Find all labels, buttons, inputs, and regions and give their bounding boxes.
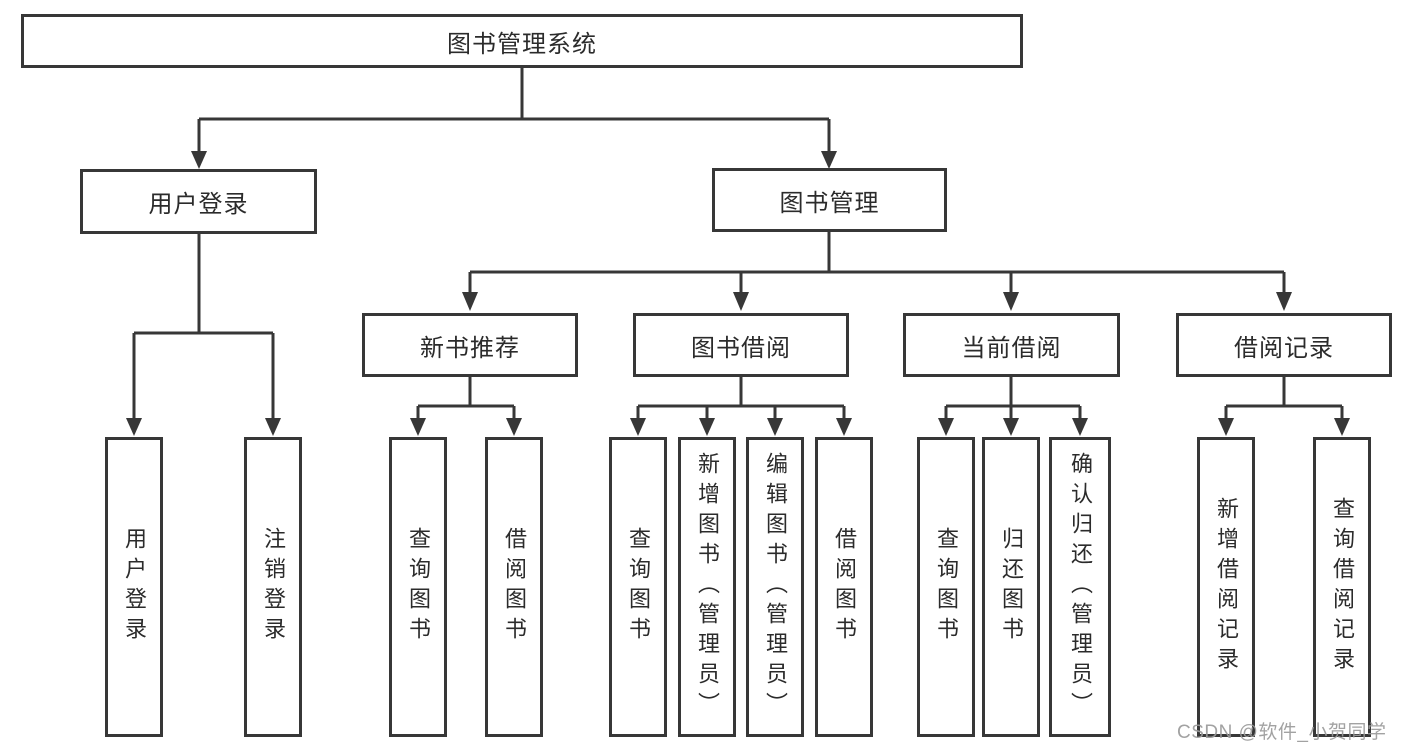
- arrowhead-icon: [699, 418, 715, 436]
- leaf-return-books: 归还图书: [982, 437, 1040, 737]
- arrowhead-icon: [126, 418, 142, 436]
- node-current-borrow: 当前借阅: [903, 313, 1120, 377]
- arrowhead-icon: [191, 151, 207, 169]
- connector-line: [1224, 377, 1344, 420]
- arrowhead-icon: [1003, 292, 1019, 311]
- edges-new-book-recommend-children: [410, 377, 522, 436]
- leaf-user-login: 用户登录: [105, 437, 163, 737]
- edges-user-login-children: [126, 234, 281, 436]
- node-label: 图书管理系统: [447, 30, 597, 58]
- leaf-edit-books-admin: 编辑图书（管理员）: [746, 437, 804, 737]
- edges-borrow-records-children: [1218, 377, 1350, 436]
- csdn-watermark: CSDN @软件_小贺同学: [1177, 722, 1387, 743]
- leaf-label: 归还图书: [999, 527, 1024, 647]
- leaf-label: 借阅图书: [832, 527, 857, 647]
- edges-book-borrow-children: [630, 377, 852, 436]
- leaf-query-books-current: 查询图书: [917, 437, 975, 737]
- node-book-management: 图书管理: [712, 168, 947, 232]
- leaf-query-books-recommend: 查询图书: [389, 437, 447, 737]
- leaf-label: 新增借阅记录: [1214, 497, 1239, 677]
- arrowhead-icon: [1218, 418, 1234, 436]
- leaf-label: 借阅图书: [502, 527, 527, 647]
- node-label: 图书借阅: [691, 334, 791, 362]
- leaf-borrow-books-recommend: 借阅图书: [485, 437, 543, 737]
- leaf-confirm-return-admin: 确认归还（管理员）: [1049, 437, 1111, 737]
- edges-book-management-children: [462, 232, 1292, 311]
- leaf-label: 用户登录: [122, 527, 147, 647]
- leaf-add-books-admin: 新增图书（管理员）: [678, 437, 736, 737]
- arrowhead-icon: [462, 292, 478, 311]
- node-label: 当前借阅: [961, 334, 1062, 362]
- arrowhead-icon: [938, 418, 954, 436]
- arrowhead-icon: [506, 418, 522, 436]
- edges-root-to-level2: [191, 68, 837, 169]
- arrowhead-icon: [1334, 418, 1350, 436]
- node-root-system: 图书管理系统: [21, 14, 1023, 68]
- leaf-logout: 注销登录: [244, 437, 302, 737]
- connector-line: [944, 377, 1082, 420]
- arrowhead-icon: [836, 418, 852, 436]
- connector-line: [636, 377, 846, 420]
- arrowhead-icon: [1072, 418, 1088, 436]
- leaf-borrow-books: 借阅图书: [815, 437, 873, 737]
- arrowhead-icon: [1003, 418, 1019, 436]
- arrowhead-icon: [265, 418, 281, 436]
- node-new-book-recommend: 新书推荐: [362, 313, 578, 377]
- leaf-label: 新增图书（管理员）: [695, 452, 720, 722]
- connector-line: [132, 234, 275, 420]
- leaf-label: 查询图书: [934, 527, 959, 647]
- arrowhead-icon: [1276, 292, 1292, 311]
- node-borrow-records: 借阅记录: [1176, 313, 1392, 377]
- arrowhead-icon: [410, 418, 426, 436]
- connector-line: [416, 377, 516, 420]
- leaf-label: 编辑图书（管理员）: [763, 452, 788, 722]
- arrowhead-icon: [630, 418, 646, 436]
- arrowhead-icon: [767, 418, 783, 436]
- leaf-label: 查询图书: [626, 527, 651, 647]
- leaf-label: 确认归还（管理员）: [1068, 452, 1093, 722]
- node-label: 借阅记录: [1234, 334, 1334, 362]
- node-label: 图书管理: [779, 189, 880, 217]
- node-label: 新书推荐: [420, 334, 520, 362]
- leaf-label: 查询借阅记录: [1330, 497, 1355, 677]
- node-label: 用户登录: [148, 191, 249, 218]
- arrowhead-icon: [821, 151, 837, 169]
- arrowhead-icon: [733, 292, 749, 311]
- leaf-query-borrow-record: 查询借阅记录: [1313, 437, 1371, 737]
- connector-line: [468, 232, 1286, 292]
- leaf-add-borrow-record: 新增借阅记录: [1197, 437, 1255, 737]
- edges-current-borrow-children: [938, 377, 1088, 436]
- node-book-borrow: 图书借阅: [633, 313, 849, 377]
- leaf-label: 注销登录: [261, 527, 286, 647]
- node-user-login: 用户登录: [80, 169, 317, 234]
- leaf-label: 查询图书: [406, 527, 431, 647]
- connector-line: [197, 68, 831, 152]
- leaf-query-books-borrow: 查询图书: [609, 437, 667, 737]
